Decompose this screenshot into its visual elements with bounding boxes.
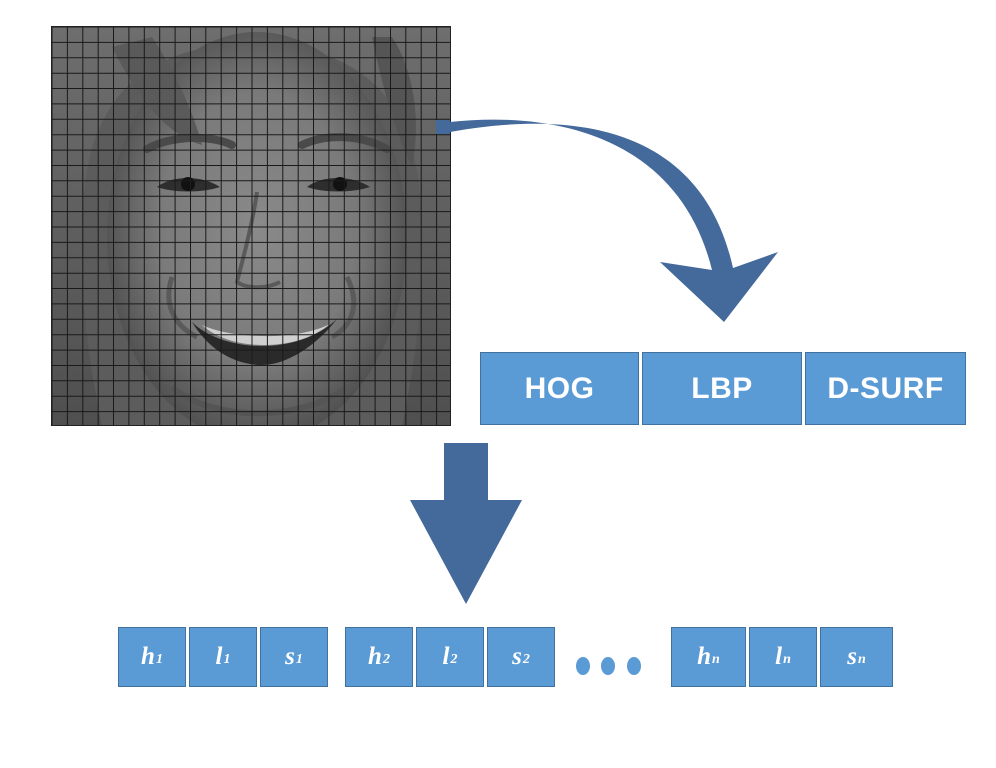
face-photo-graphic xyxy=(52,27,450,425)
down-arrow xyxy=(410,443,522,604)
cell-base: s xyxy=(847,643,857,670)
cell-subscript: 2 xyxy=(522,652,530,667)
cell-subscript: 2 xyxy=(450,652,458,667)
feature-box-label: HOG xyxy=(524,371,595,405)
cell-base: l xyxy=(775,643,783,670)
cell-subscript: n xyxy=(712,652,720,667)
cell-base: s xyxy=(512,643,522,670)
feature-box-label: LBP xyxy=(691,371,753,405)
curved-arrow xyxy=(450,119,778,322)
cell-subscript: 1 xyxy=(223,652,231,667)
cell-subscript: n xyxy=(783,652,791,667)
feature-box-label: D-SURF xyxy=(827,371,944,405)
cell-base: l xyxy=(442,643,450,670)
feature-box-dsurf: D-SURF xyxy=(805,352,966,425)
ellipsis-dot xyxy=(576,657,590,675)
cell-subscript: n xyxy=(857,652,866,667)
feature-box-lbp: LBP xyxy=(642,352,802,425)
cell-subscript: 1 xyxy=(295,652,303,667)
cell-subscript: 2 xyxy=(382,652,390,667)
ellipsis-dot xyxy=(601,657,615,675)
ellipsis-dot xyxy=(627,657,641,675)
cell-base: h xyxy=(141,643,155,670)
feature-box-hog: HOG xyxy=(480,352,639,425)
cell-base: l xyxy=(215,643,223,670)
cell-base: s xyxy=(285,643,295,670)
cell-base: h xyxy=(368,643,382,670)
cell-subscript: 1 xyxy=(155,652,163,667)
face-image xyxy=(51,26,451,426)
grid-overlay xyxy=(52,27,450,425)
cell-base: h xyxy=(697,643,712,670)
